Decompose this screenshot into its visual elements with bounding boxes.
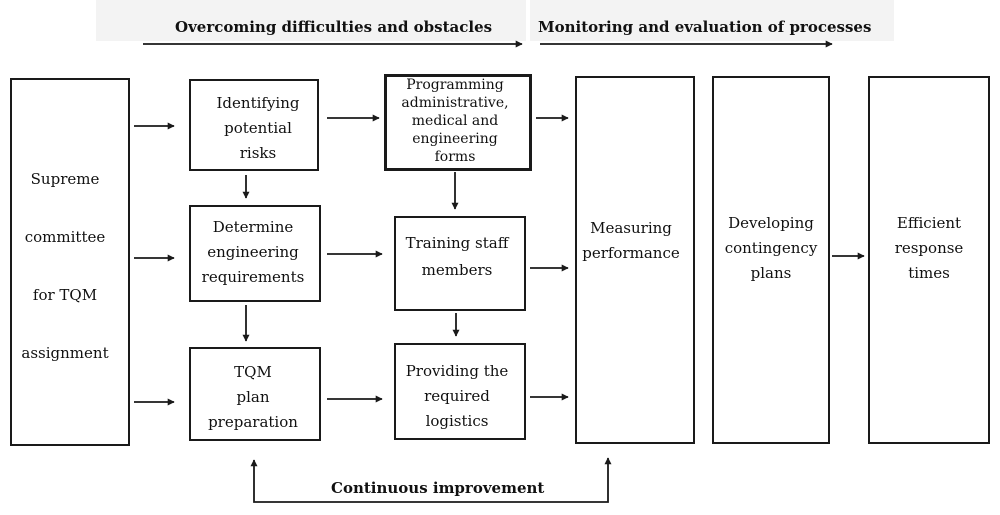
- label-tqm-plan: TQM plan preparation: [189, 360, 317, 435]
- label-logistics-line-2: required: [424, 387, 490, 405]
- label-training-line-1: Training staff: [405, 234, 509, 252]
- label-response-line-2: response: [894, 239, 964, 257]
- box-identifying-risks: [189, 79, 319, 171]
- label-programming-line-2: administrative,: [401, 95, 509, 111]
- label-supreme-line-1: Supreme: [30, 170, 100, 188]
- label-contingency-line-1: Developing: [728, 214, 814, 232]
- label-identifying-line-2: potential: [224, 119, 292, 137]
- label-logistics-line-3: logistics: [425, 412, 489, 430]
- label-programming-line-1: Programming: [406, 77, 504, 93]
- label-response-line-1: Efficient: [896, 214, 962, 232]
- label-measuring-line-2: performance: [582, 244, 680, 262]
- label-continuous-improvement: Continuous improvement: [331, 479, 545, 497]
- box-programming-forms: [384, 74, 532, 171]
- arrow-continuous-improvement-loop: [250, 457, 612, 503]
- label-programming-line-5: forms: [434, 149, 476, 165]
- label-measuring-performance: Measuring performance: [575, 216, 687, 266]
- label-tqm-line-3: preparation: [208, 413, 298, 431]
- box-training-staff: [394, 216, 526, 311]
- label-supreme-committee: Supreme committee for TQM assignment: [10, 150, 120, 382]
- box-providing-logistics: [394, 343, 526, 440]
- label-logistics-line-1: Providing the: [405, 362, 509, 380]
- label-tqm-line-1: TQM: [234, 363, 272, 381]
- header-band-left: [96, 0, 526, 41]
- label-determine-line-3: requirements: [201, 268, 305, 286]
- label-identifying-line-1: Identifying: [216, 94, 300, 112]
- label-supreme-line-2: committee: [24, 228, 106, 246]
- label-contingency-line-3: plans: [750, 264, 792, 282]
- label-determine-requirements: Determine engineering requirements: [189, 215, 317, 290]
- label-training-line-2: members: [421, 261, 493, 279]
- box-tqm-plan: [189, 347, 321, 441]
- label-programming-line-3: medical and: [411, 113, 499, 129]
- label-training-staff: Training staff members: [394, 230, 520, 284]
- box-determine-requirements: [189, 205, 321, 302]
- label-providing-logistics: Providing the required logistics: [394, 359, 520, 434]
- label-identifying-line-3: risks: [239, 144, 277, 162]
- label-supreme-line-4: assignment: [21, 344, 109, 362]
- header-monitoring-evaluation: Monitoring and evaluation of processes: [538, 18, 872, 36]
- label-contingency-plans: Developing contingency plans: [712, 211, 830, 286]
- label-efficient-response: Efficient response times: [868, 211, 990, 286]
- header-band-right: [530, 0, 894, 41]
- box-contingency-plans: [712, 76, 830, 444]
- label-measuring-line-1: Measuring: [590, 219, 672, 237]
- label-contingency-line-2: contingency: [724, 239, 818, 257]
- label-identifying-risks: Identifying potential risks: [193, 91, 323, 166]
- label-tqm-line-2: plan: [236, 388, 270, 406]
- label-response-line-3: times: [908, 264, 950, 282]
- box-efficient-response: [868, 76, 990, 444]
- label-programming-line-4: engineering: [412, 131, 498, 147]
- box-measuring-performance: [575, 76, 695, 444]
- label-determine-line-2: engineering: [207, 243, 299, 261]
- label-determine-line-1: Determine: [212, 218, 294, 236]
- label-supreme-line-3: for TQM: [32, 286, 98, 304]
- box-supreme-committee: [10, 78, 130, 446]
- label-programming-forms: Programming administrative, medical and …: [380, 76, 530, 166]
- header-overcoming-difficulties: Overcoming difficulties and obstacles: [175, 18, 493, 36]
